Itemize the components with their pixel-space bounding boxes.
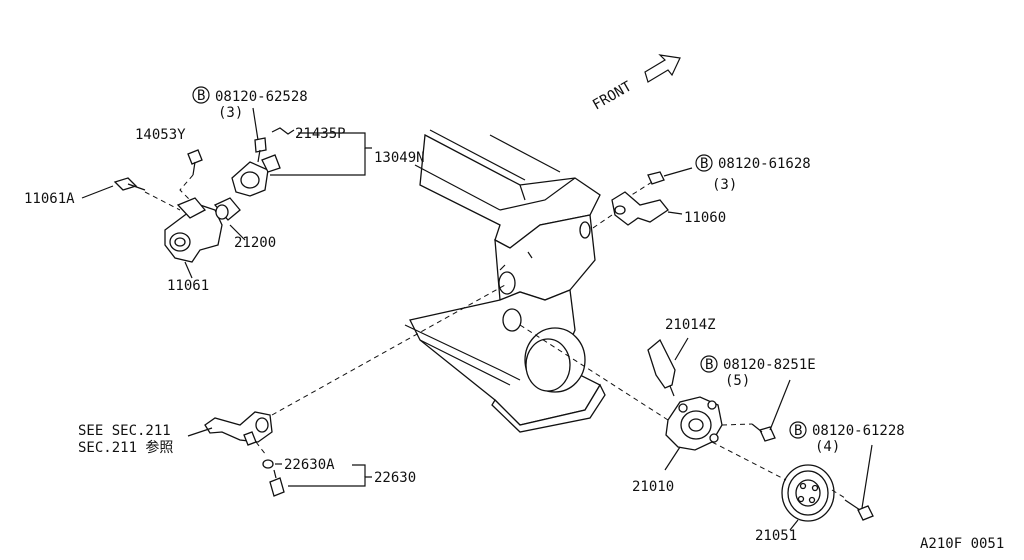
part-21051-label: 21051 (755, 528, 797, 544)
part-22630a-label: 22630A (284, 457, 335, 473)
part-21010-label: 21010 (632, 479, 674, 495)
bolt-08120-8251e-label: 08120-8251E (723, 357, 816, 373)
bolt-08120-61628-qty: (3) (712, 177, 737, 193)
bolt-08120-61628-label: 08120-61628 (718, 156, 811, 172)
part-21435p-label: 21435P (295, 126, 346, 142)
bolt-08120-8251e-qty: (5) (725, 373, 750, 389)
part-11061a-label: 11061A (24, 191, 75, 207)
bolt-symbol-4-icon: B (789, 421, 807, 439)
water-pump-group (519, 324, 874, 531)
thermostat-housing-group (81, 107, 372, 279)
bolt-symbol-3-icon: B (700, 355, 718, 373)
svg-text:B: B (705, 357, 713, 373)
water-inlet-group (187, 284, 506, 497)
bolt-08120-62528-label: 08120-62528 (215, 89, 308, 105)
bolt-08120-61228-qty: (4) (815, 439, 840, 455)
front-label: FRONT (590, 78, 635, 113)
part-22630-label: 22630 (374, 470, 416, 486)
part-11060-label: 11060 (684, 210, 726, 226)
engine-block (404, 129, 606, 433)
bolt-symbol-1-icon: B (192, 86, 210, 104)
front-arrow-icon (644, 54, 681, 83)
svg-text:B: B (700, 156, 708, 172)
part-21014z-label: 21014Z (665, 317, 716, 333)
part-21200-label: 21200 (234, 235, 276, 251)
see-sec-211-label: SEE SEC.211 (78, 423, 171, 439)
svg-text:B: B (794, 423, 802, 439)
water-pipe-11060-group (589, 167, 693, 231)
part-14053y-label: 14053Y (135, 127, 186, 143)
bolt-symbol-2-icon: B (695, 154, 713, 172)
bolt-08120-62528-qty: (3) (218, 105, 243, 121)
part-11061-label: 11061 (167, 278, 209, 294)
sec-211-ref-label: SEC.211 参照 (78, 439, 173, 456)
diagram-id-label: A210F 0051 (920, 536, 1004, 552)
bolt-08120-61228-label: 08120-61228 (812, 423, 905, 439)
part-13049n-label: 13049N (374, 150, 425, 166)
svg-text:B: B (197, 88, 205, 104)
